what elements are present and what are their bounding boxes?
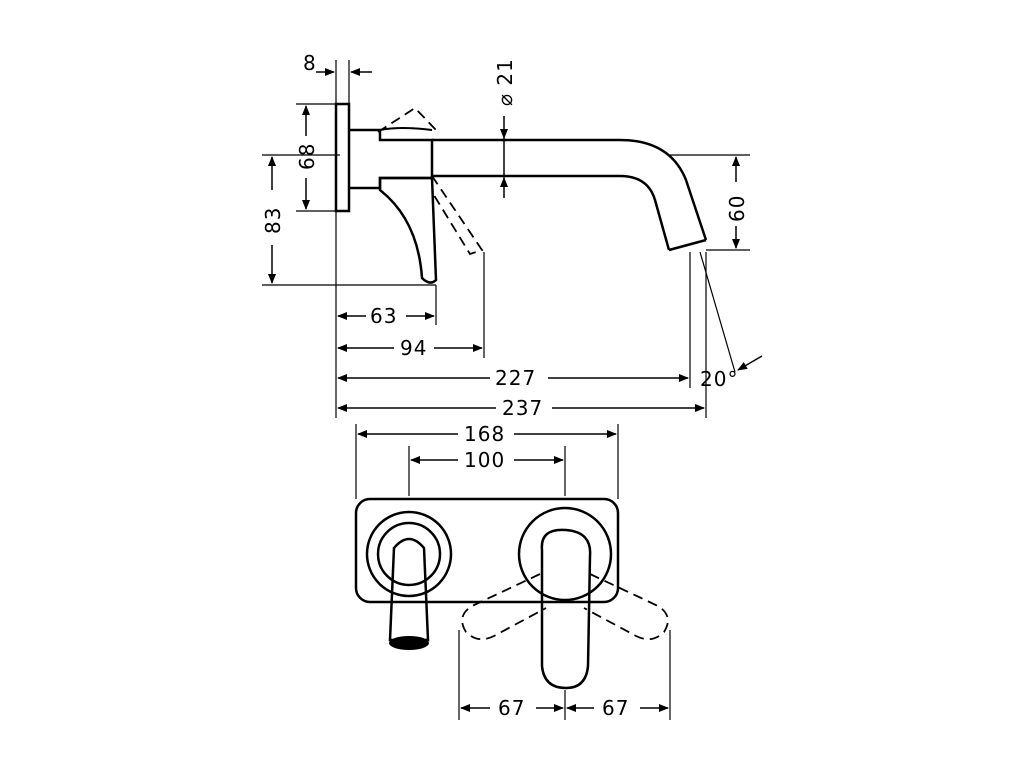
dim-flange-thickness: 8 — [303, 51, 317, 75]
lever-handle — [540, 528, 592, 690]
dim-plate-width: 168 — [464, 422, 505, 446]
dim-lever-swing-left: 67 — [498, 696, 525, 720]
dim-spout-length-outlet: 227 — [495, 366, 536, 390]
extension-lines — [262, 60, 750, 418]
dim-flange-height: 68 — [295, 143, 319, 170]
front-view: 168 100 67 67 — [354, 422, 671, 720]
spout-lower — [432, 174, 671, 251]
lever-side — [378, 176, 438, 284]
body-ring — [379, 127, 433, 131]
dim-spout-angle: 20° — [700, 367, 738, 391]
dim-spout-length-total: 237 — [502, 396, 543, 420]
spout-rosette-inner — [376, 521, 442, 587]
lever-swing-dashed — [377, 106, 484, 256]
valve-body — [349, 128, 434, 190]
lever-swing-left — [461, 573, 547, 641]
wall-plate — [354, 497, 620, 604]
dim-lever-depth: 63 — [370, 304, 397, 328]
front-extension-lines — [355, 424, 671, 720]
spout — [432, 138, 708, 241]
spout-outlet — [668, 238, 707, 252]
spout-outlet-front — [389, 636, 429, 650]
spout-rosette-outer — [365, 510, 453, 598]
dim-lever-reach: 94 — [400, 336, 427, 360]
lever-rosette — [517, 506, 613, 602]
dim-lever-height: 83 — [261, 207, 285, 234]
wall-flange — [334, 102, 351, 213]
side-view: 8 68 83 ⌀ 21 60 63 94 227 — [261, 51, 763, 420]
dim-lever-swing-right: 67 — [602, 696, 629, 720]
dim-centers-distance: 100 — [464, 448, 505, 472]
lever-swing-right — [583, 573, 669, 641]
dim-spout-diameter: ⌀ 21 — [493, 58, 517, 106]
dim-spout-drop: 60 — [725, 195, 749, 222]
spout-front — [388, 537, 430, 642]
